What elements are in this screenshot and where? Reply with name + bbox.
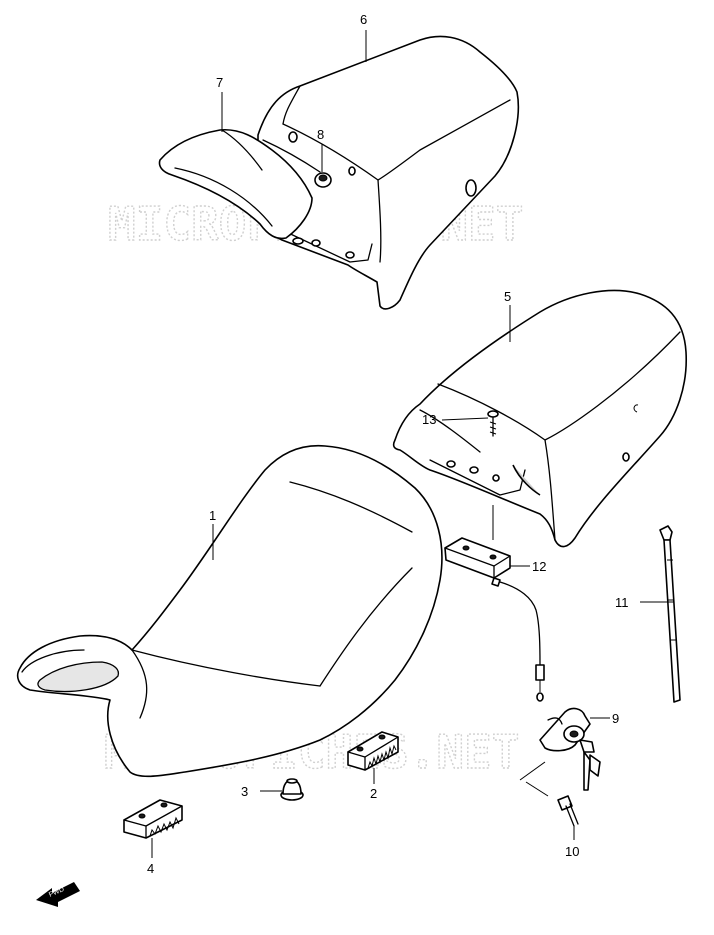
callout-11: 11 [615, 595, 629, 610]
part-3-rubber-cushion[interactable] [280, 778, 304, 801]
callout-labels: 6 7 8 5 13 12 1 11 9 10 2 3 4 [147, 12, 629, 876]
callout-8: 8 [317, 127, 324, 142]
part-8-grommet[interactable] [314, 172, 332, 188]
part-13-screw[interactable] [487, 410, 499, 437]
callout-6: 6 [360, 12, 367, 27]
leader-lines [151, 30, 674, 858]
callout-7: 7 [216, 75, 223, 90]
callout-9: 9 [612, 711, 619, 726]
part-4-cushion[interactable] [123, 799, 183, 839]
part-5-pillion-seat[interactable] [392, 289, 687, 548]
callout-12: 12 [532, 559, 546, 574]
part-1-main-seat[interactable] [16, 444, 443, 778]
callout-5: 5 [504, 289, 511, 304]
part-10-bolt[interactable] [557, 795, 579, 827]
callout-3: 3 [241, 784, 248, 799]
part-11-cable-tie[interactable] [659, 525, 681, 703]
part-6-seat-cowl[interactable] [257, 35, 520, 310]
callout-13: 13 [422, 412, 436, 427]
fwd-arrow-icon: FWD [36, 882, 80, 907]
part-2-cushion[interactable] [347, 731, 399, 771]
callout-2: 2 [370, 786, 377, 801]
part-9-seat-lock[interactable] [539, 707, 601, 791]
callout-4: 4 [147, 861, 154, 876]
part-12-seat-latch[interactable] [444, 537, 545, 702]
callout-1: 1 [209, 508, 216, 523]
callout-10: 10 [565, 844, 579, 859]
